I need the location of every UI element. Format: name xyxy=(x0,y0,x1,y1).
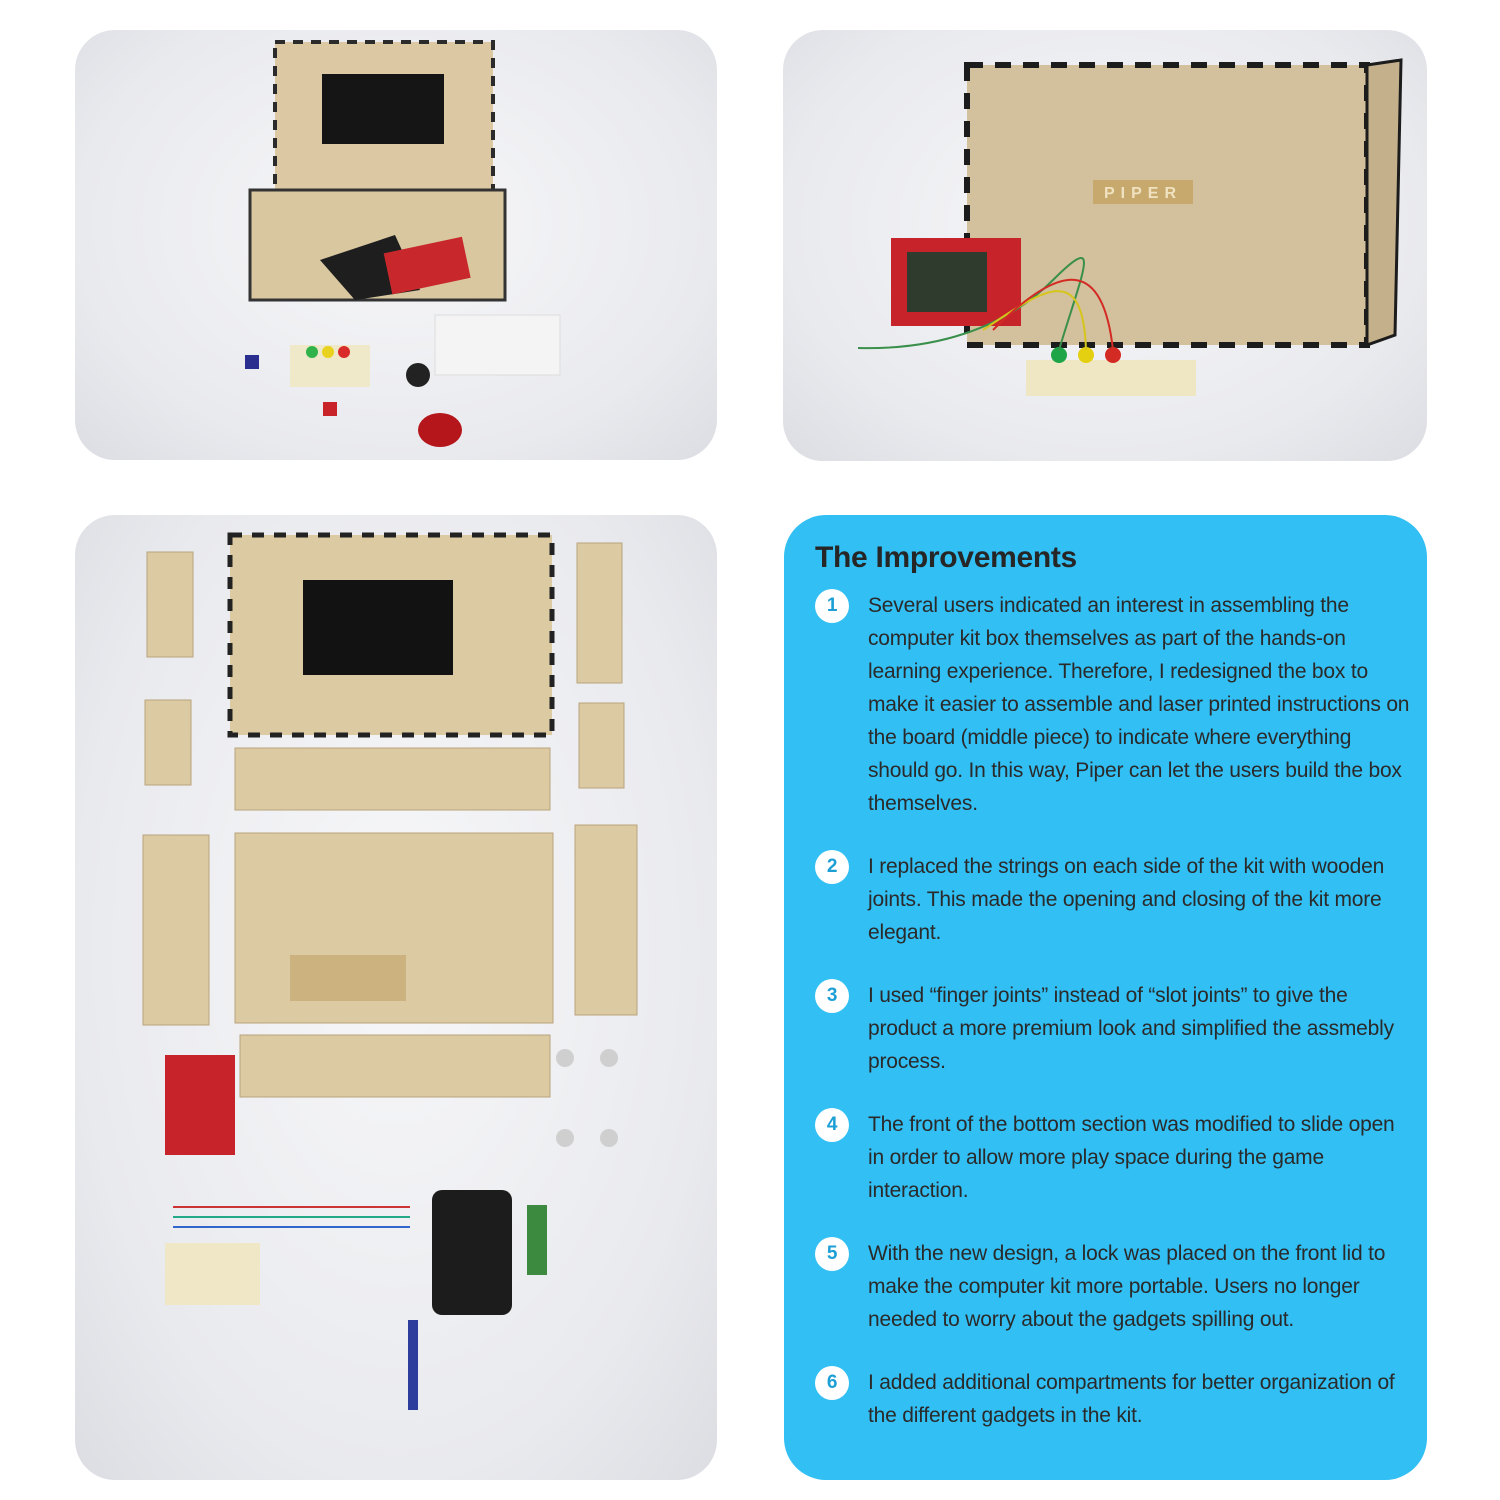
open-kit-illustration xyxy=(245,40,561,447)
improvement-item: 1 Several users indicated an interest in… xyxy=(815,589,1411,820)
number-badge: 1 xyxy=(815,589,849,623)
improvement-item: 2 I replaced the strings on each side of… xyxy=(815,850,1411,949)
photo-closed-box: PIPER xyxy=(783,30,1427,461)
number-badge: 6 xyxy=(815,1366,849,1400)
closed-box-illustration: PIPER xyxy=(857,58,1403,396)
improvement-item: 6 I added additional compartments for be… xyxy=(815,1366,1411,1432)
kit-parts-illustration xyxy=(142,532,638,1410)
improvement-text: I used “finger joints” instead of “slot … xyxy=(868,984,1394,1073)
improvement-text: The front of the bottom section was modi… xyxy=(868,1113,1395,1202)
number-badge: 5 xyxy=(815,1237,849,1271)
improvement-item: 3 I used “finger joints” instead of “slo… xyxy=(815,979,1411,1078)
number-badge: 3 xyxy=(815,979,849,1013)
improvement-text: With the new design, a lock was placed o… xyxy=(868,1242,1386,1331)
improvements-panel: The Improvements 1 Several users indicat… xyxy=(784,515,1427,1480)
number-badge: 4 xyxy=(815,1108,849,1142)
improvement-item: 4 The front of the bottom section was mo… xyxy=(815,1108,1411,1207)
photo-kit-parts-layout xyxy=(75,515,717,1480)
piper-logo: PIPER xyxy=(1104,185,1182,202)
improvement-item: 5 With the new design, a lock was placed… xyxy=(815,1237,1411,1336)
number-badge: 2 xyxy=(815,850,849,884)
photo-open-computer-kit xyxy=(75,30,717,460)
improvement-text: Several users indicated an interest in a… xyxy=(868,594,1410,815)
panel-title: The Improvements xyxy=(815,541,1077,574)
improvement-text: I added additional compartments for bett… xyxy=(868,1371,1395,1427)
improvement-text: I replaced the strings on each side of t… xyxy=(868,855,1385,944)
